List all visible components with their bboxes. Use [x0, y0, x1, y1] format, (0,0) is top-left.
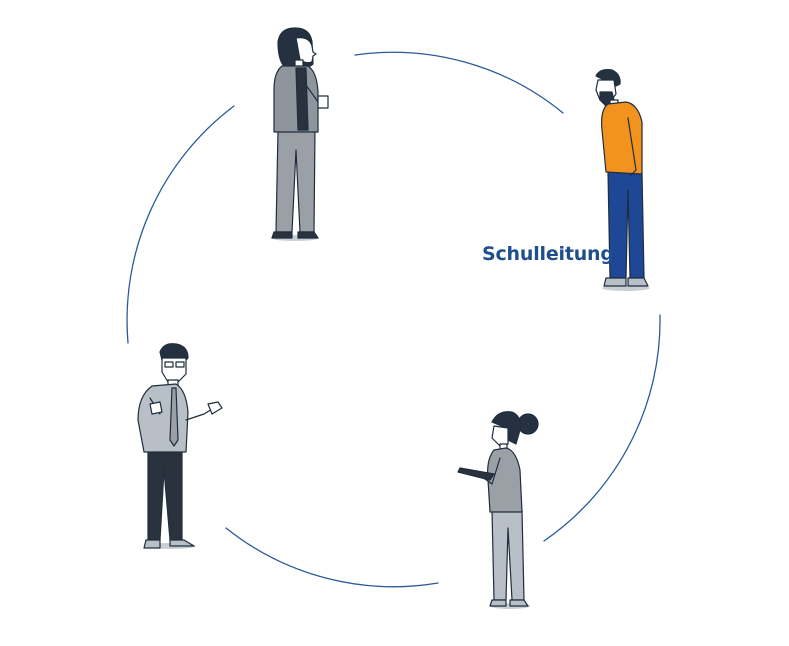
person-woman-with-tablet	[457, 411, 539, 609]
arc-right	[543, 314, 661, 542]
arc-bottom	[225, 527, 439, 588]
person-woman-with-cup	[271, 27, 329, 241]
person-bearded-man-orange-shirt	[595, 69, 650, 291]
arc-left	[126, 105, 235, 344]
circle-arcs	[126, 51, 661, 588]
arc-top	[354, 51, 564, 114]
role-label-schulleitung: Schulleitung	[482, 243, 614, 265]
person-man-with-glasses	[137, 343, 223, 549]
